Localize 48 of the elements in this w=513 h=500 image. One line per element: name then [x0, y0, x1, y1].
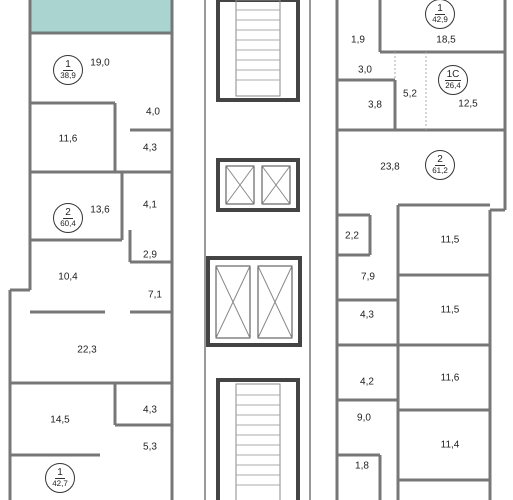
room-area: 4,3 — [360, 310, 374, 320]
room-area: 5,2 — [403, 88, 417, 100]
room-area: 10,4 — [58, 272, 78, 282]
room-area: 3,0 — [358, 64, 372, 76]
apartment-badge — [45, 463, 75, 493]
apartment-badge — [425, 150, 455, 180]
room-area: 11,5 — [440, 234, 460, 246]
room-area: 4,3 — [143, 142, 157, 154]
room-area: 7,9 — [361, 272, 375, 282]
room-area: 11,6 — [58, 134, 78, 144]
total-area: 42,7 — [52, 479, 68, 489]
apartment-badge — [438, 65, 468, 95]
room-area: 23,8 — [380, 162, 400, 172]
room-area: 1,8 — [355, 460, 369, 472]
room-area: 2,9 — [143, 250, 157, 260]
room-area: 4,2 — [360, 376, 374, 388]
apartment-badge — [53, 55, 83, 85]
room-count: 1 — [55, 467, 65, 479]
total-area: 60,4 — [60, 219, 76, 229]
total-area: 26,4 — [445, 81, 461, 91]
room-area: 9,0 — [357, 412, 371, 424]
room-count: 1 — [63, 59, 73, 71]
room-count: 1С — [444, 69, 462, 81]
room-area: 18,5 — [436, 34, 456, 46]
room-area: 19,0 — [90, 58, 110, 68]
room-count: 2 — [435, 154, 445, 166]
total-area: 38,9 — [60, 71, 76, 81]
room-area: 12,5 — [458, 98, 478, 110]
room-area: 4,0 — [146, 106, 160, 118]
room-area: 4,3 — [143, 404, 157, 416]
total-area: 42,9 — [432, 15, 448, 25]
room-count: 1 — [435, 3, 445, 15]
room-area: 2,2 — [345, 230, 359, 242]
room-area: 4,1 — [143, 200, 157, 210]
apartment-badge — [425, 0, 455, 29]
room-area: 11,5 — [440, 304, 460, 316]
room-count: 2 — [63, 207, 73, 219]
room-area: 11,6 — [440, 372, 460, 384]
room-area: 14,5 — [50, 414, 70, 426]
room-area: 3,8 — [368, 100, 382, 110]
room-area: 7,1 — [148, 290, 162, 300]
total-area: 61,2 — [432, 166, 448, 176]
room-area: 5,3 — [143, 442, 157, 452]
room-area: 13,6 — [90, 204, 110, 216]
apartment-badge — [53, 203, 83, 233]
room-area: 22,3 — [77, 344, 97, 356]
room-area: 1,9 — [351, 34, 365, 46]
room-area: 11,4 — [440, 440, 460, 450]
